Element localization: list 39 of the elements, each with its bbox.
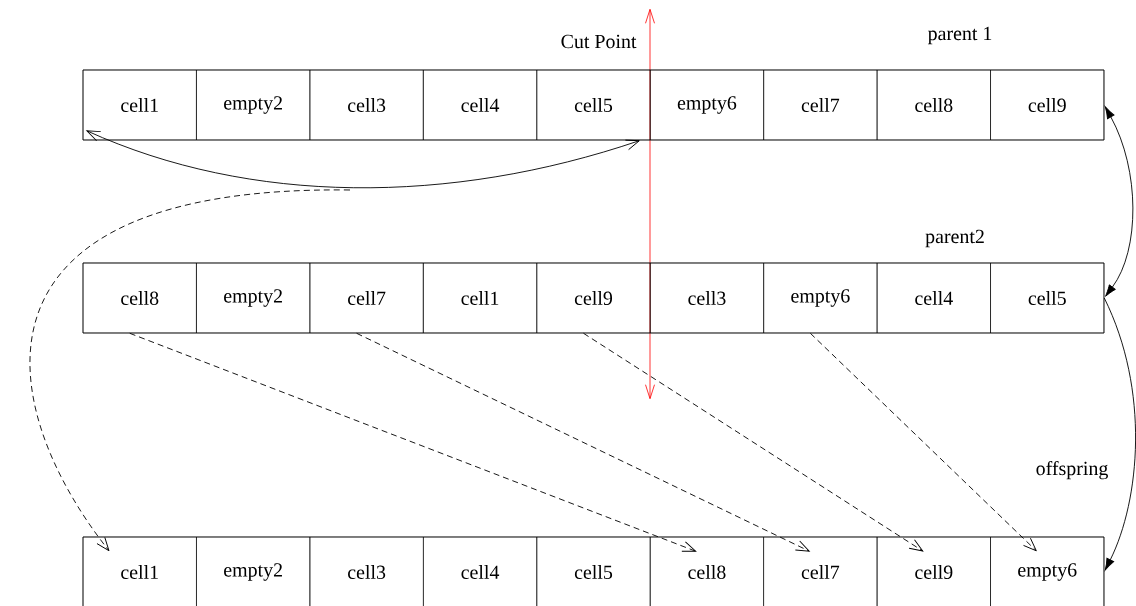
cut-point-label: Cut Point (561, 34, 637, 49)
curved-arrow (86, 130, 640, 189)
cell: empty6 (990, 536, 1105, 606)
cell: cell3 (649, 262, 764, 334)
node-label: parent2 (925, 229, 984, 248)
node-label: offspring (1036, 460, 1108, 480)
dashed-arrow (583, 332, 924, 552)
cell: cell1 (82, 536, 197, 606)
cell: cell8 (649, 536, 764, 606)
cell: empty2 (196, 69, 311, 141)
cell: cell5 (990, 262, 1105, 334)
cell: cell1 (82, 69, 197, 141)
cell: cell4 (876, 262, 991, 334)
cell: cell8 (82, 262, 197, 334)
cell: cell9 (990, 69, 1105, 141)
cell: cell4 (423, 69, 538, 141)
cell: empty2 (196, 262, 311, 334)
cell: empty2 (196, 536, 311, 606)
cell: empty6 (649, 69, 764, 141)
cell: cell4 (423, 536, 538, 606)
dashed-arrow (809, 332, 1037, 552)
cell: cell7 (309, 262, 424, 334)
dashed-arrow (129, 332, 697, 552)
dashed-arrow (356, 332, 810, 552)
cell: cell9 (876, 536, 991, 606)
cell: cell9 (536, 262, 651, 334)
cell: cell3 (309, 536, 424, 606)
dashed-arrow (30, 189, 351, 552)
cell: cell7 (763, 69, 878, 141)
cell: cell5 (536, 536, 651, 606)
cell: empty6 (763, 262, 878, 334)
cell: cell3 (309, 69, 424, 141)
cell: cell1 (423, 262, 538, 334)
curved-arrow (1104, 106, 1134, 297)
cell: cell8 (876, 69, 991, 141)
cell: cell5 (536, 69, 651, 141)
node-label: parent 1 (927, 26, 992, 45)
cell: cell7 (763, 536, 878, 606)
curved-arrow (1103, 297, 1136, 571)
